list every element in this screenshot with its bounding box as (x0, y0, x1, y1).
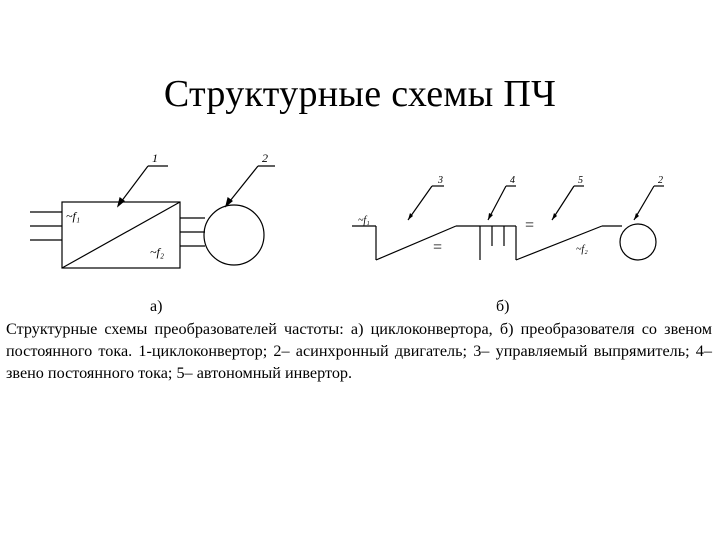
callout-number-2: 2 (262, 151, 268, 165)
figure-label-b: б) (496, 298, 510, 315)
figure-caption: Структурные схемы преобразователей часто… (6, 320, 712, 382)
callout-arrow-4 (488, 213, 493, 220)
input-frequency-label: ~f₁ (358, 215, 370, 226)
callout-leader-2 (633, 185, 655, 221)
callout-leader-3 (407, 185, 433, 221)
figure-label-a: а) (150, 298, 163, 315)
callout-number-3: 3 (437, 175, 443, 186)
callout-arrow-1 (116, 196, 125, 208)
diagram-cycloconverter: 1 2 ~f₁ ~f₂ (30, 151, 275, 269)
output-frequency-label: ~f₂ (150, 245, 164, 259)
induction-motor (203, 204, 265, 266)
output-frequency-label: ~f₂ (576, 244, 588, 255)
callout-number-5: 5 (578, 175, 583, 186)
dc-symbol: = (524, 217, 535, 234)
callout-leader-5 (551, 185, 575, 221)
induction-motor (619, 223, 657, 261)
diagram-dc-link-converter: 3 4 5 2 ~f₁ ~f₂ = = = (352, 175, 664, 261)
rectifier-block (375, 225, 457, 261)
converter-diagonal (61, 201, 181, 269)
callout-arrow-3 (408, 213, 413, 220)
callout-number-4: 4 (510, 175, 515, 186)
callout-leader-2 (225, 165, 259, 207)
callout-number-2: 2 (658, 175, 663, 186)
callout-number-1: 1 (152, 151, 158, 165)
callout-arrow-2 (224, 196, 233, 208)
input-frequency-label: ~f₁ (66, 209, 80, 223)
page-title: Структурные схемы ПЧ (163, 73, 557, 115)
callout-arrow-5 (552, 213, 557, 220)
callout-leader-1 (117, 165, 149, 207)
inverter-block (515, 225, 603, 261)
dc-symbol: = (432, 239, 443, 256)
callout-arrow-2 (634, 213, 639, 220)
